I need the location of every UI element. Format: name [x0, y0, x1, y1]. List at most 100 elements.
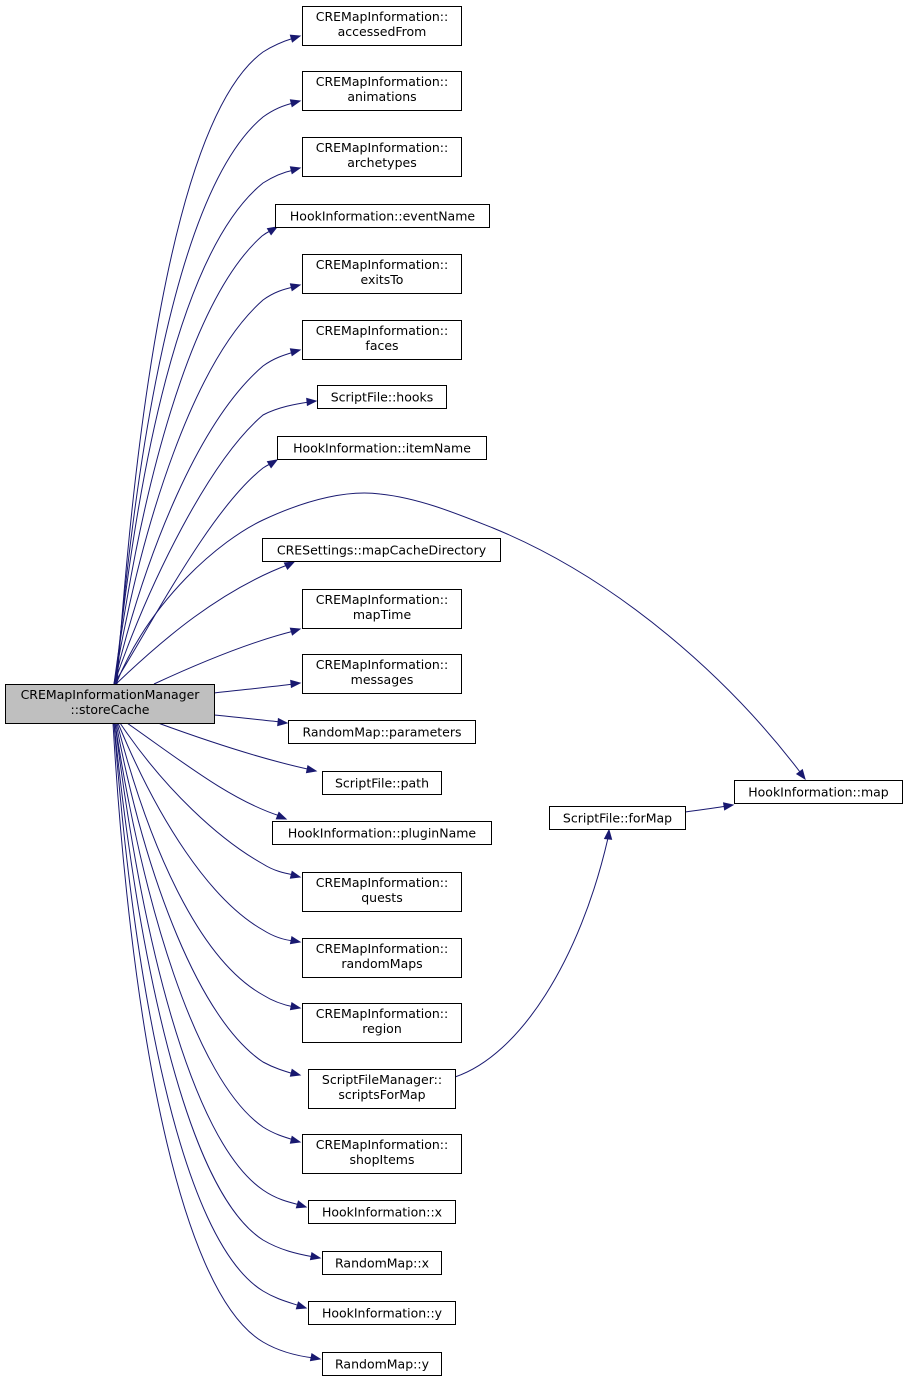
- node-animations[interactable]: CREMapInformation::animations: [302, 71, 462, 111]
- arrowhead-icon: [289, 348, 302, 357]
- node-label: CREMapInformationManager: [21, 687, 201, 702]
- node-label: CRESettings::mapCacheDirectory: [277, 543, 487, 558]
- node-box: [549, 806, 686, 830]
- node-box: [288, 720, 476, 744]
- call-edge-scriptsForMap: [115, 722, 295, 1075]
- arrowhead-icon: [305, 764, 318, 774]
- call-edge-hookMap: [115, 492, 801, 773]
- node-hooks[interactable]: ScriptFile::hooks: [317, 385, 447, 409]
- arrowhead-icon: [275, 811, 288, 820]
- node-hookY[interactable]: HookInformation::y: [308, 1301, 456, 1325]
- node-randomX[interactable]: RandomMap::x: [322, 1251, 442, 1275]
- node-hookMap[interactable]: HookInformation::map: [734, 780, 903, 804]
- arrowhead-icon: [309, 1352, 322, 1362]
- node-box: [322, 771, 442, 795]
- call-edge-hookY: [113, 722, 301, 1307]
- arrowhead-icon: [266, 226, 279, 236]
- node-box: [322, 1352, 442, 1376]
- node-box: [302, 872, 462, 912]
- node-box: [302, 6, 462, 46]
- call-edge-exitsTo: [113, 286, 295, 685]
- node-label: exitsTo: [361, 272, 404, 287]
- call-edge-eventName: [113, 230, 271, 685]
- node-box: [308, 1200, 456, 1224]
- node-box: [322, 1251, 442, 1275]
- call-edges: [112, 34, 806, 1362]
- node-label: CREMapInformation::: [316, 257, 448, 272]
- call-edge-pluginName: [126, 722, 281, 817]
- node-scriptsForMap[interactable]: ScriptFileManager::scriptsForMap: [308, 1069, 456, 1109]
- node-exitsTo[interactable]: CREMapInformation::exitsTo: [302, 254, 462, 294]
- node-archetypes[interactable]: CREMapInformation::archetypes: [302, 137, 462, 177]
- node-label: CREMapInformation::: [316, 9, 448, 24]
- node-label: RandomMap::parameters: [302, 725, 461, 740]
- node-label: HookInformation::pluginName: [288, 826, 477, 841]
- node-faces[interactable]: CREMapInformation::faces: [302, 320, 462, 360]
- node-pluginName[interactable]: HookInformation::pluginName: [272, 821, 492, 845]
- arrowhead-icon: [266, 459, 279, 469]
- node-label: messages: [351, 672, 414, 687]
- node-label: ScriptFile::hooks: [331, 390, 434, 405]
- node-label: faces: [365, 338, 398, 353]
- node-eventName[interactable]: HookInformation::eventName: [275, 204, 490, 228]
- node-label: CREMapInformation::: [316, 657, 448, 672]
- arrowhead-icon: [289, 1068, 302, 1077]
- node-accessedFrom[interactable]: CREMapInformation::accessedFrom: [302, 6, 462, 46]
- node-region[interactable]: CREMapInformation::region: [302, 1003, 462, 1043]
- node-label: HookInformation::x: [322, 1205, 442, 1220]
- arrowhead-icon: [722, 802, 735, 811]
- arrowhead-icon: [295, 1301, 308, 1310]
- node-box: [277, 436, 487, 460]
- node-label: animations: [347, 89, 416, 104]
- node-box: [302, 137, 462, 177]
- node-box: [302, 1003, 462, 1043]
- node-mapCacheDirectory[interactable]: CRESettings::mapCacheDirectory: [262, 538, 501, 562]
- node-label: accessedFrom: [338, 24, 427, 39]
- arrowhead-icon: [290, 679, 302, 689]
- node-box: [272, 821, 492, 845]
- node-label: archetypes: [347, 155, 416, 170]
- node-label: HookInformation::map: [748, 785, 889, 800]
- arrowhead-icon: [289, 34, 302, 43]
- node-quests[interactable]: CREMapInformation::quests: [302, 872, 462, 912]
- node-parameters[interactable]: RandomMap::parameters: [288, 720, 476, 744]
- call-edge-hookMap: [684, 805, 728, 813]
- call-edge-animations: [115, 102, 295, 685]
- node-mapTime[interactable]: CREMapInformation::mapTime: [302, 589, 462, 629]
- node-label: CREMapInformation::: [316, 74, 448, 89]
- arrowhead-icon: [289, 870, 302, 879]
- node-label: HookInformation::eventName: [290, 209, 476, 224]
- node-label: CREMapInformation::: [316, 1137, 448, 1152]
- arrowhead-icon: [295, 1200, 308, 1209]
- node-box: [302, 1134, 462, 1174]
- arrowhead-icon: [283, 561, 296, 571]
- node-hookX[interactable]: HookInformation::x: [308, 1200, 456, 1224]
- node-randomMaps[interactable]: CREMapInformation::randomMaps: [302, 938, 462, 978]
- arrowhead-icon: [603, 828, 613, 840]
- node-label: scriptsForMap: [338, 1087, 425, 1102]
- call-nodes: CREMapInformationManager::storeCacheCREM…: [5, 6, 903, 1376]
- node-label: CREMapInformation::: [316, 140, 448, 155]
- node-label: ::storeCache: [71, 702, 150, 717]
- node-randomY[interactable]: RandomMap::y: [322, 1352, 442, 1376]
- node-box: [5, 684, 215, 724]
- node-box: [302, 71, 462, 111]
- arrowhead-icon: [289, 627, 302, 636]
- call-edge-archetypes: [114, 169, 295, 685]
- node-messages[interactable]: CREMapInformation::messages: [302, 654, 462, 694]
- node-itemName[interactable]: HookInformation::itemName: [277, 436, 487, 460]
- node-forMap[interactable]: ScriptFile::forMap: [549, 806, 686, 830]
- arrowhead-icon: [289, 1135, 302, 1144]
- call-edge-path: [157, 722, 313, 771]
- node-box: [302, 938, 462, 978]
- arrowhead-icon: [795, 768, 806, 781]
- call-edge-parameters: [213, 714, 282, 723]
- call-edge-quests: [119, 722, 295, 876]
- node-label: RandomMap::y: [335, 1357, 430, 1372]
- call-edge-accessedFrom: [116, 37, 295, 685]
- node-path[interactable]: ScriptFile::path: [322, 771, 442, 795]
- call-edge-hookX: [114, 722, 301, 1206]
- node-shopItems[interactable]: CREMapInformation::shopItems: [302, 1134, 462, 1174]
- arrowhead-icon: [289, 166, 302, 175]
- call-edge-itemName: [113, 463, 271, 685]
